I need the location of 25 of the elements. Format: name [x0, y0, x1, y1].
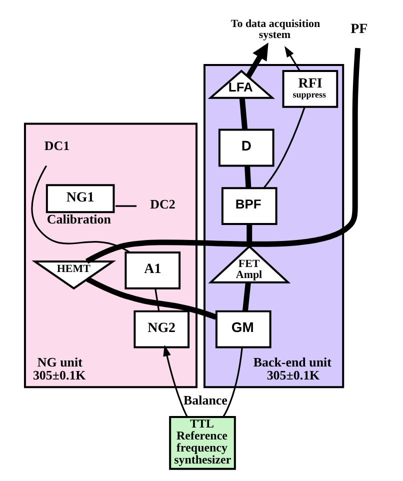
node-text: DC2 [150, 196, 176, 212]
node-label: Calibration [46, 211, 111, 226]
node-box: TTL Reference frequency synthesizer [169, 416, 236, 470]
node-box: BPF [221, 187, 278, 226]
edge-label: Balance [184, 392, 228, 408]
connector [116, 205, 137, 207]
connector [239, 98, 248, 130]
connector [242, 282, 251, 312]
connector [244, 166, 252, 188]
arrow [246, 42, 268, 78]
connector [31, 165, 130, 254]
node-box: RFI suppress [282, 70, 338, 108]
node-box: A1 [124, 251, 181, 290]
connector [263, 106, 306, 189]
arrow [284, 46, 300, 72]
node-text: DC1 [44, 138, 70, 154]
node-box: GM [215, 310, 272, 348]
arrow [163, 344, 188, 418]
connector [86, 276, 218, 320]
node-text: To data acquisition system [230, 18, 320, 41]
node-text: PF [350, 22, 368, 37]
connector [154, 288, 160, 312]
node-box: D [218, 128, 274, 167]
connector [222, 347, 243, 418]
node-box: NG2 [134, 310, 190, 348]
